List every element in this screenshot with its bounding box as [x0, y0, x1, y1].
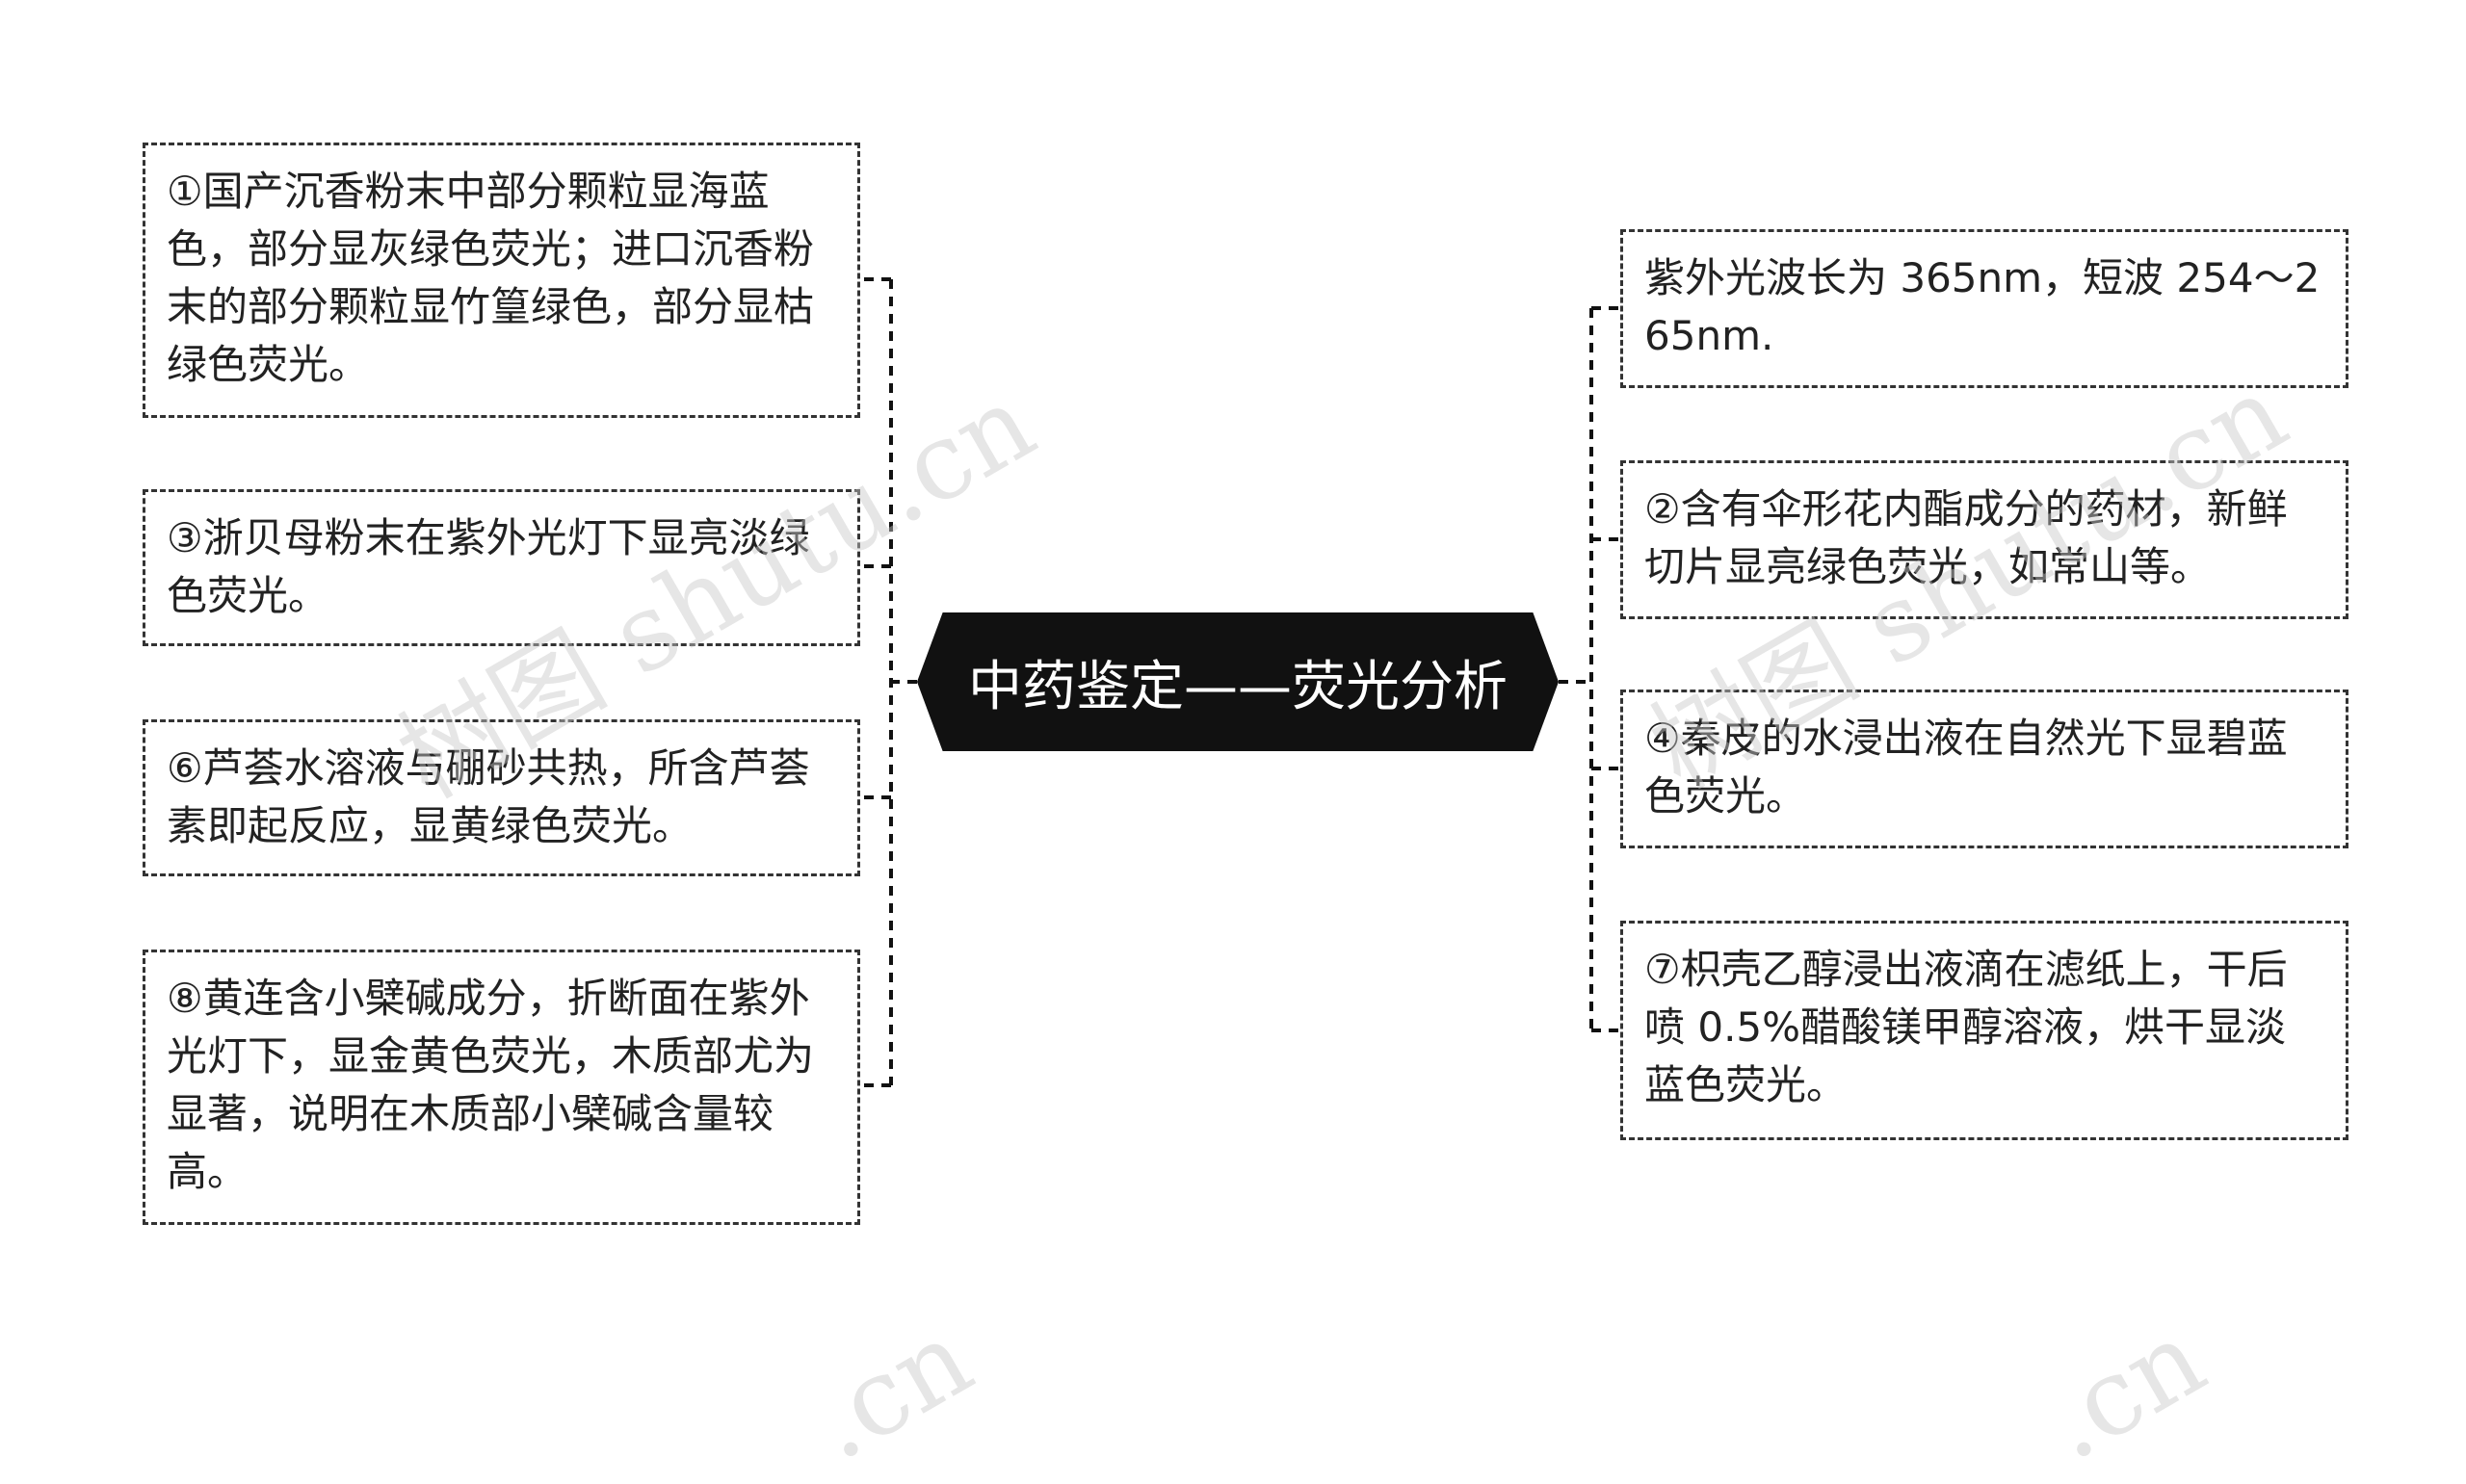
topic-text: ⑥芦荟水溶液与硼砂共热，所含芦荟素即起反应，显黄绿色荧光。 [167, 744, 810, 849]
topic-text: ⑧黄连含小檗碱成分，折断面在紫外光灯下，显金黄色荧光，木质部尤为显著，说明在木质… [167, 975, 815, 1195]
topic-text: ②含有伞形花内酯成分的药材，新鲜切片显亮绿色荧光，如常山等。 [1644, 485, 2288, 590]
right-topic-2[interactable]: ②含有伞形花内酯成分的药材，新鲜切片显亮绿色荧光，如常山等。 [1620, 460, 2348, 619]
topic-text: ③浙贝母粉末在紫外光灯下显亮淡绿色荧光。 [167, 514, 810, 619]
right-topic-1[interactable]: 紫外光波长为 365nm，短波 254～265nm. [1620, 229, 2348, 388]
central-topic[interactable]: 中药鉴定——荧光分析 [917, 612, 1559, 751]
watermark-bottom-left: .cn [790, 1296, 991, 1484]
topic-text: ④秦皮的水浸出液在自然光下显碧蓝色荧光。 [1644, 715, 2288, 820]
central-topic-title: 中药鉴定——荧光分析 [968, 655, 1508, 718]
right-topic-3[interactable]: ④秦皮的水浸出液在自然光下显碧蓝色荧光。 [1620, 690, 2348, 848]
left-topic-4[interactable]: ⑧黄连含小檗碱成分，折断面在紫外光灯下，显金黄色荧光，木质部尤为显著，说明在木质… [143, 950, 860, 1225]
topic-text: ⑦枳壳乙醇浸出液滴在滤纸上，干后喷 0.5%醋酸镁甲醇溶液，烘干显淡蓝色荧光。 [1644, 946, 2288, 1108]
topic-text: 紫外光波长为 365nm，短波 254～265nm. [1644, 254, 2321, 359]
right-topic-4[interactable]: ⑦枳壳乙醇浸出液滴在滤纸上，干后喷 0.5%醋酸镁甲醇溶液，烘干显淡蓝色荧光。 [1620, 921, 2348, 1140]
mindmap-canvas: 中药鉴定——荧光分析 ①国产沉香粉末中部分颗粒显海蓝色，部分显灰绿色荧光；进口沉… [143, 143, 2348, 1484]
left-topic-2[interactable]: ③浙贝母粉末在紫外光灯下显亮淡绿色荧光。 [143, 489, 860, 646]
watermark-bottom-right: .cn [2023, 1296, 2224, 1484]
topic-text: ①国产沉香粉末中部分颗粒显海蓝色，部分显灰绿色荧光；进口沉香粉末的部分颗粒显竹篁… [167, 168, 815, 388]
left-topic-3[interactable]: ⑥芦荟水溶液与硼砂共热，所含芦荟素即起反应，显黄绿色荧光。 [143, 719, 860, 876]
left-topic-1[interactable]: ①国产沉香粉末中部分颗粒显海蓝色，部分显灰绿色荧光；进口沉香粉末的部分颗粒显竹篁… [143, 143, 860, 418]
